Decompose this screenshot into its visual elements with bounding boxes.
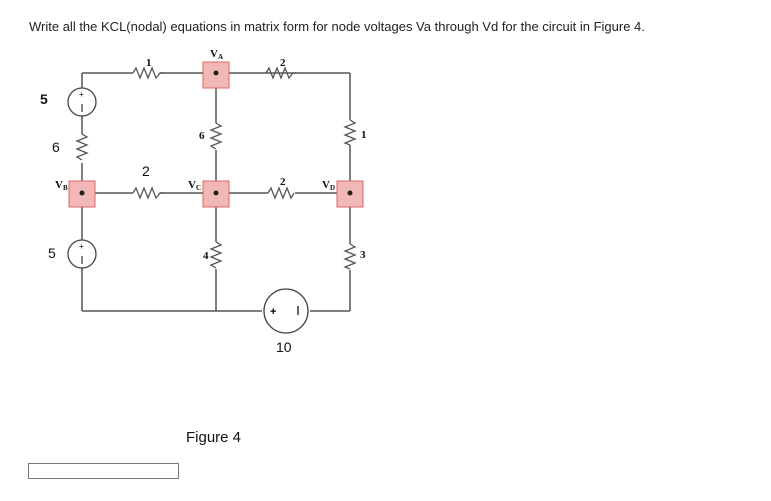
label-r-right-lower: 3 <box>360 249 366 261</box>
resistor-lower-center <box>209 241 223 269</box>
node-c: VC <box>188 179 230 208</box>
resistor-top-right <box>265 66 297 80</box>
svg-text:VA: VA <box>210 48 223 61</box>
node-b: VB <box>55 179 96 208</box>
node-a: VA <box>202 48 230 89</box>
voltage-source-lower-left: + <box>67 239 97 269</box>
question-text: Write all the KCL(nodal) equations in ma… <box>29 19 645 34</box>
label-r-lower-center: 4 <box>203 250 209 262</box>
resistor-mid-left <box>132 186 164 200</box>
voltage-source-bottom: + <box>263 288 309 334</box>
label-source-upper-left: 5 <box>40 91 48 107</box>
resistor-top-left <box>132 66 164 80</box>
label-r-top-right: 2 <box>280 57 286 69</box>
svg-text:VB: VB <box>55 179 68 192</box>
circuit-diagram: 1 2 6 1 6 2 2 4 3 + 5 + 5 + 10 VA VB VC <box>40 48 367 446</box>
label-r-mid-center: 6 <box>199 130 205 142</box>
label-r-top-left: 1 <box>146 57 152 69</box>
figure-caption: Figure 4 <box>186 429 241 446</box>
resistor-right-lower <box>343 243 357 270</box>
svg-text:+: + <box>79 90 84 99</box>
node-d: VD <box>322 179 364 208</box>
svg-text:VD: VD <box>322 179 335 192</box>
svg-text:VC: VC <box>188 179 201 192</box>
resistor-mid-center <box>209 122 223 150</box>
voltage-source-upper-left: + <box>67 87 97 117</box>
resistor-mid-right <box>267 186 295 200</box>
label-r-mid-left: 2 <box>142 163 150 179</box>
label-source-lower-left: 5 <box>48 245 56 261</box>
resistor-left-upper <box>75 133 89 161</box>
label-source-bottom: 10 <box>276 339 292 355</box>
answer-input[interactable] <box>28 463 179 479</box>
svg-text:+: + <box>79 242 84 251</box>
label-r-right-upper: 1 <box>361 129 367 141</box>
svg-text:+: + <box>270 306 276 318</box>
label-r-mid-right: 2 <box>280 176 286 188</box>
label-r-left-upper: 6 <box>52 139 60 155</box>
resistor-right-upper <box>343 119 357 146</box>
